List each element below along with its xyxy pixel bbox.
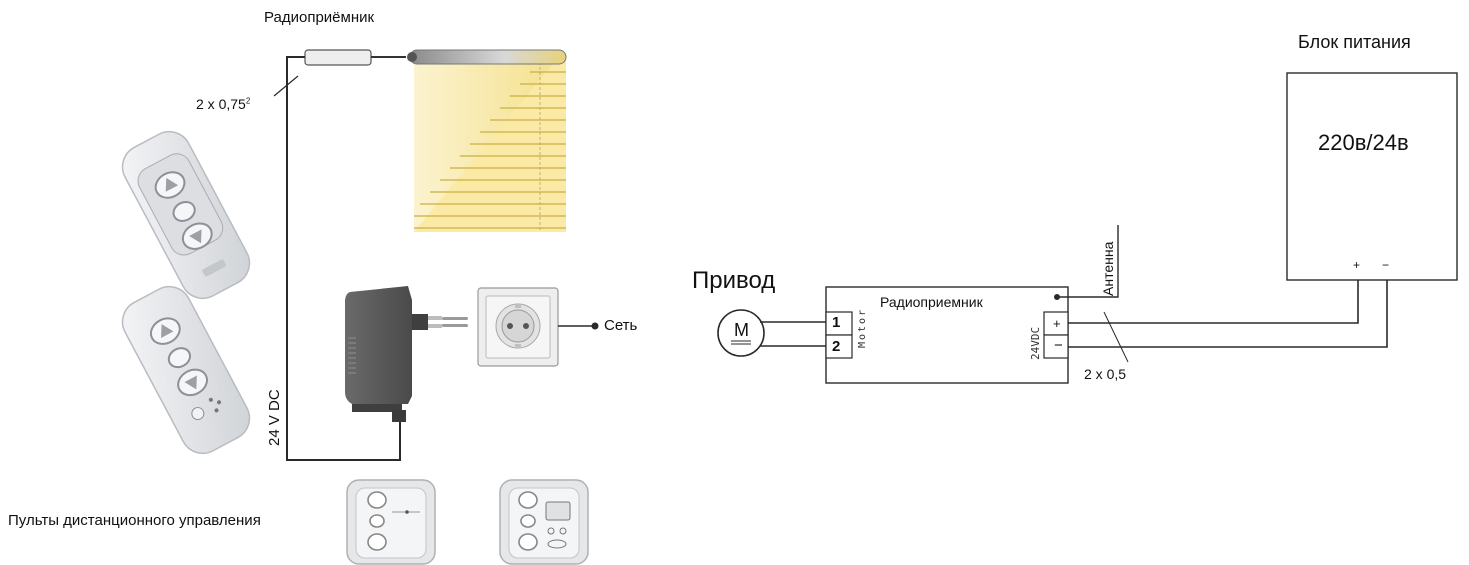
power-supply-title: Блок питания <box>1298 32 1411 52</box>
wall-remote-2-icon <box>499 479 589 565</box>
supply-wire <box>286 56 401 461</box>
terminal-1-label: 1 <box>832 314 841 331</box>
handheld-remote-2-icon <box>121 285 251 455</box>
terminal-minus-label: − <box>1054 337 1063 354</box>
motor-letter: M <box>734 320 749 340</box>
terminal-plus-label: + <box>1053 316 1061 331</box>
power-adapter-icon <box>345 286 468 422</box>
supply-voltage-label: 24 V DC <box>266 389 283 446</box>
receiver-module-icon <box>304 49 406 66</box>
antenna-label: Антенна <box>1100 241 1116 296</box>
psu-minus-label: − <box>1382 258 1390 272</box>
motor-symbol <box>717 309 765 357</box>
pleated-blind <box>407 49 567 232</box>
wire-gauge-sup: 2 <box>245 96 251 106</box>
remotes-label: Пульты дистанционного управления <box>8 512 261 529</box>
wall-socket-icon <box>477 287 559 367</box>
receiver-label: Радиоприёмник <box>264 9 375 26</box>
receiver-box-label: Радиоприемник <box>880 294 983 310</box>
antenna-wire <box>1057 225 1119 298</box>
terminal-2-box <box>825 334 853 359</box>
wire-gauge-label: 2 x 0,752 <box>196 96 250 112</box>
wire-gauge-main: 2 x 0,75 <box>196 96 246 112</box>
terminal-2-label: 2 <box>832 338 841 355</box>
psu-plus-label: + <box>1353 258 1361 272</box>
wall-remote-1-icon <box>346 479 436 565</box>
dc-wire-gauge-label: 2 x 0,5 <box>1084 366 1127 382</box>
power-supply-rating: 220в/24в <box>1318 130 1409 155</box>
power-supply-box <box>1286 72 1458 281</box>
wire-count-tick-2 <box>1103 311 1129 363</box>
mains-wire-end <box>591 322 599 330</box>
wire-count-tick <box>273 75 299 97</box>
mains-label: Сеть <box>604 317 638 334</box>
dc-terminal-label: 24VDC <box>1029 326 1042 360</box>
motor-terminal-label: Motor <box>857 307 868 348</box>
dc-plus-wire <box>1068 272 1359 324</box>
drive-label: Привод <box>692 267 776 294</box>
dc-minus-wire <box>1068 272 1388 348</box>
handheld-remote-1-icon <box>121 130 251 300</box>
